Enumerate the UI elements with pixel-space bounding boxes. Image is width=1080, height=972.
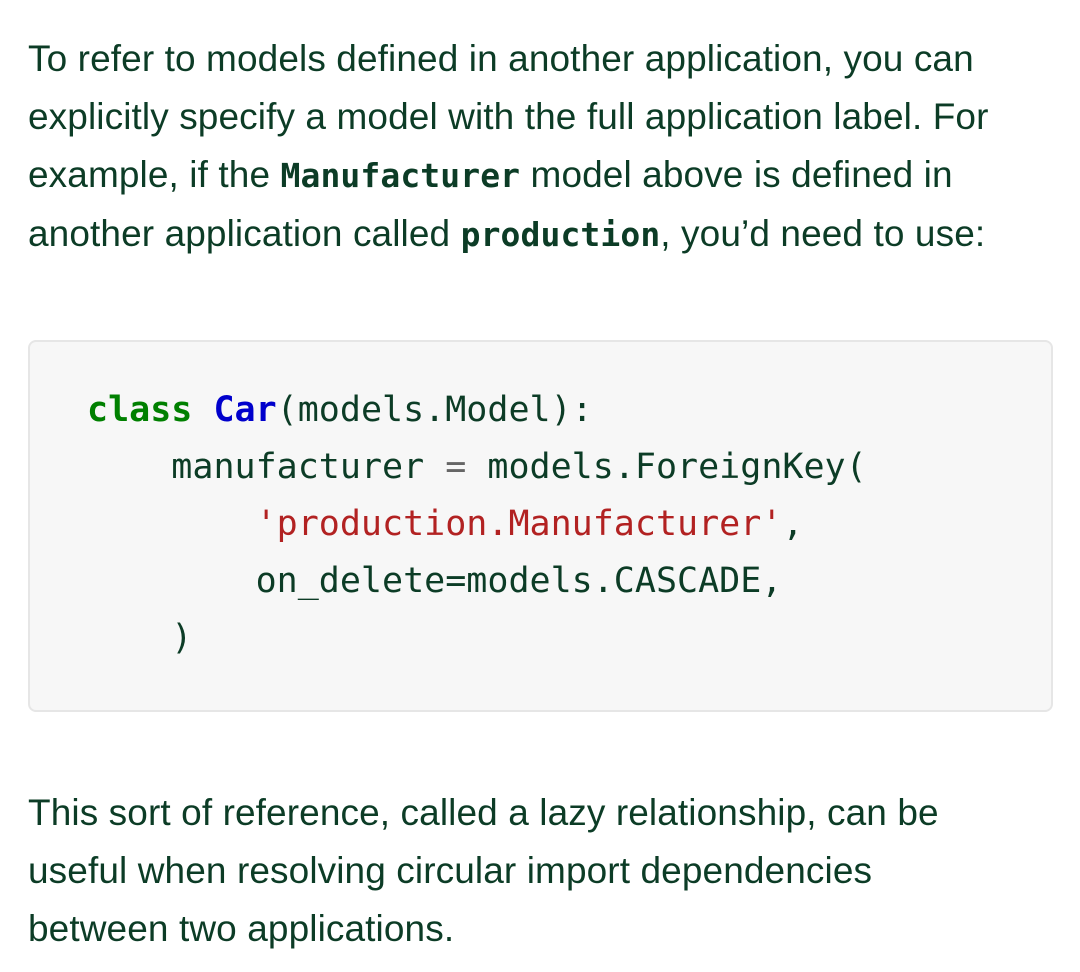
intro-line-4b: , you’d need to use: [660,213,986,254]
doc-content: To refer to models defined in another ap… [28,30,1058,958]
outro-line-2: useful when resolving circular import de… [28,850,873,891]
code-string-literal: 'production.Manufacturer' [255,504,783,544]
intro-paragraph: To refer to models defined in another ap… [28,30,1058,264]
code-line-3-rest: , [782,504,804,544]
code-line-4: on_delete=models.CASCADE, [255,561,783,601]
inline-code-manufacturer: Manufacturer [280,156,521,195]
intro-line-2: explicitly specify a model with the full… [28,96,989,137]
code-listing: class Car(models.Model): manufacturer = … [87,382,1051,667]
intro-line-1: To refer to models defined in another ap… [28,38,974,79]
code-line-5: ) [171,618,193,658]
code-keyword-class: class [87,390,193,430]
code-line-1-rest: (models.Model): [276,390,593,430]
intro-line-3b: model above is defined in [520,154,953,195]
outro-line-3: between two applications. [28,908,455,949]
inline-code-production: production [460,215,661,254]
outro-paragraph: This sort of reference, called a lazy re… [28,784,1058,958]
code-field-name: manufacturer [171,447,425,487]
outro-line-1: This sort of reference, called a lazy re… [28,792,939,833]
code-block: class Car(models.Model): manufacturer = … [28,340,1053,712]
code-class-name: Car [213,390,277,430]
code-line-2-rest: models.ForeignKey( [487,447,867,487]
intro-line-4a: another application called [28,213,461,254]
code-assign-operator: = [424,447,488,487]
intro-line-3a: example, if the [28,154,281,195]
